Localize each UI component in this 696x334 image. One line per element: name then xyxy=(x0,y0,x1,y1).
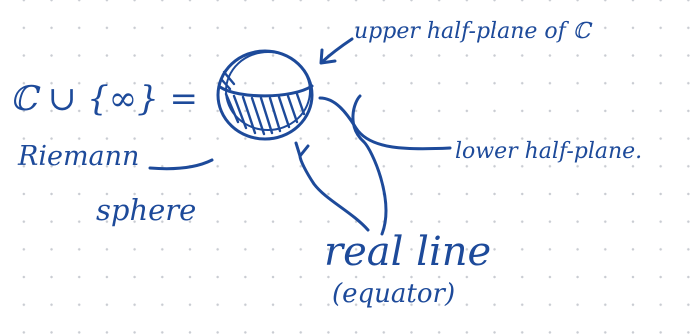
upper-half-plane-label: upper half-plane of ℂ xyxy=(354,19,593,44)
equation-label: ℂ ∪ {∞} = xyxy=(10,79,198,119)
lower-half-plane-label: lower half-plane. xyxy=(455,139,642,164)
lower-hemisphere-hatching xyxy=(220,70,306,136)
equator-label: (equator) xyxy=(332,279,455,309)
real-line-arrow xyxy=(351,94,388,236)
real-line-arrow-2 xyxy=(298,154,370,232)
lower-connector xyxy=(318,96,452,151)
equator-curve xyxy=(218,84,314,98)
riemann-label: Riemann xyxy=(17,141,139,172)
real-line-arrowhead xyxy=(294,141,310,158)
sphere-label: sphere xyxy=(96,193,196,227)
riemann-sphere xyxy=(216,49,314,141)
upper-arrow xyxy=(320,37,354,64)
riemann-squiggle xyxy=(148,158,214,171)
upper-arrowhead xyxy=(319,48,337,65)
real-line-label: real line xyxy=(324,229,491,275)
